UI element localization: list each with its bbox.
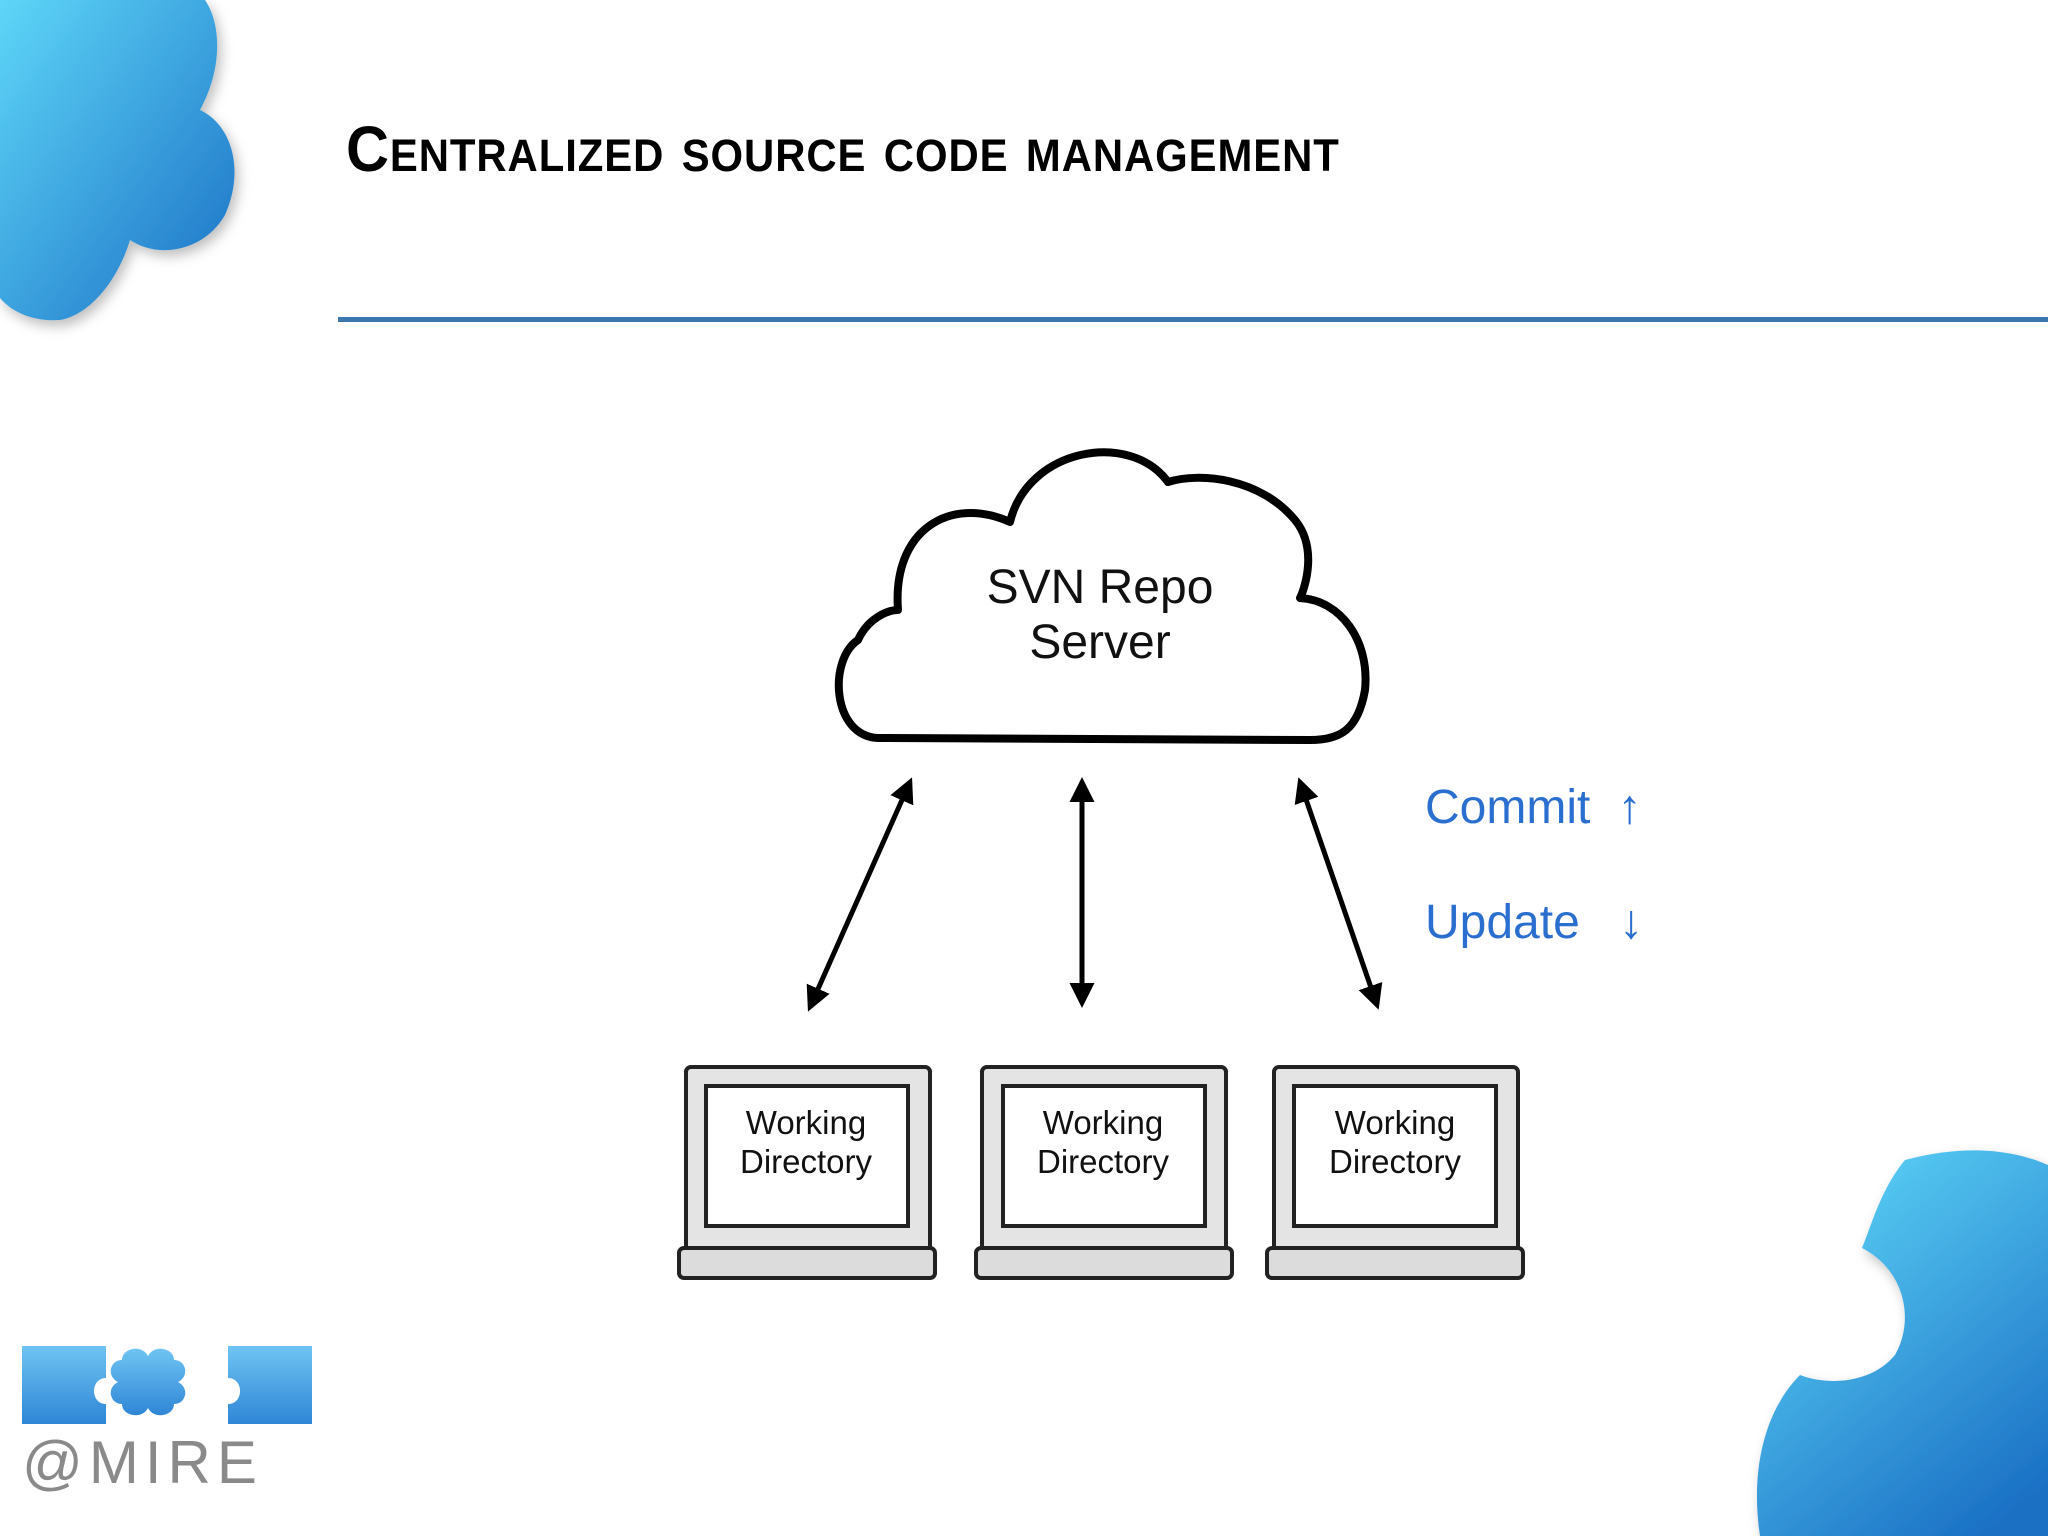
laptop-3 bbox=[1265, 1065, 1525, 1280]
logo-text: @MIRE bbox=[22, 1429, 263, 1496]
arrow-down-icon: ↓ bbox=[1619, 896, 1644, 949]
mire-logo-puzzle-icon bbox=[22, 1346, 312, 1424]
client-2-label-line-1: Working bbox=[1042, 1104, 1164, 1141]
laptop-1 bbox=[677, 1065, 937, 1280]
client-3-label-line-1: Working bbox=[1334, 1104, 1456, 1141]
server-cloud-shape bbox=[834, 448, 1370, 744]
sync-arrow-left bbox=[806, 777, 914, 1012]
server-label-line-1: SVN Repo bbox=[986, 561, 1214, 614]
legend-commit-label: Commit bbox=[1425, 781, 1591, 834]
legend-update-label: Update bbox=[1425, 896, 1580, 949]
client-1-label-line-1: Working bbox=[745, 1104, 867, 1141]
puzzle-piece-bottom-right bbox=[1756, 1150, 2048, 1536]
client-1-label-line-2: Directory bbox=[739, 1143, 873, 1180]
client-2-label-line-2: Directory bbox=[1036, 1143, 1170, 1180]
puzzle-piece-top-left bbox=[0, 0, 235, 321]
server-label-line-2: Server bbox=[1029, 616, 1171, 669]
arrow-up-icon: ↑ bbox=[1617, 781, 1642, 834]
sync-arrow-right bbox=[1294, 777, 1383, 1010]
title-divider bbox=[338, 317, 2048, 322]
laptop-2 bbox=[974, 1065, 1234, 1280]
slide-title: Centralized source code management bbox=[346, 113, 1340, 185]
legend-update: Update ↓ bbox=[1425, 895, 1643, 950]
client-3-label-line-2: Directory bbox=[1328, 1143, 1462, 1180]
legend-commit: Commit ↑ bbox=[1425, 780, 1642, 835]
